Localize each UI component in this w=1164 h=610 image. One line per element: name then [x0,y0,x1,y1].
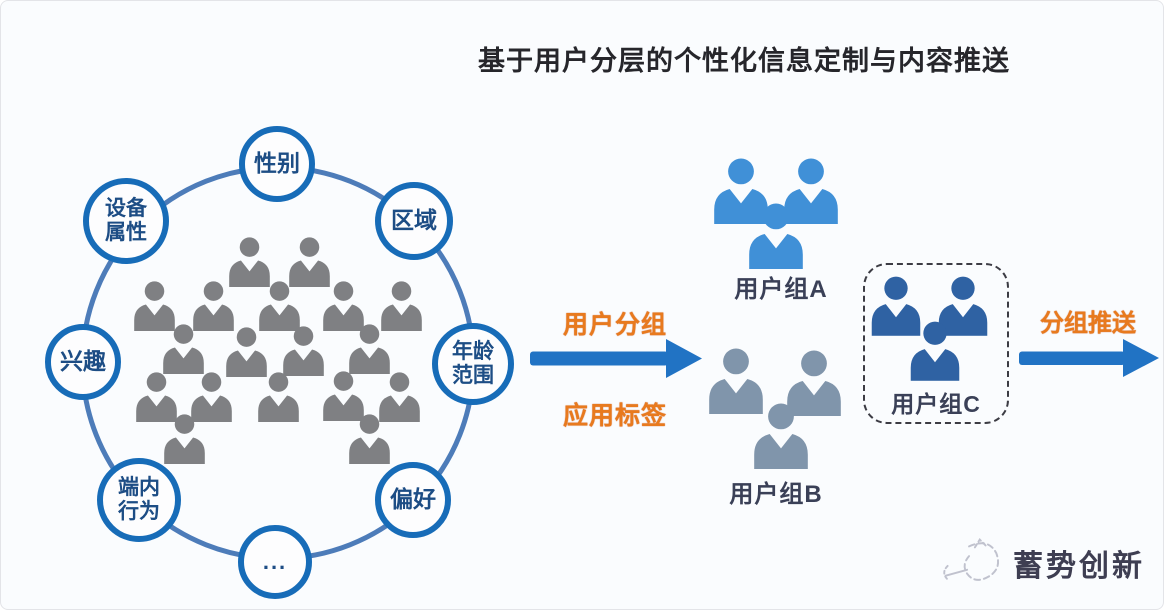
logo-sketch-icon [943,538,999,581]
flow-label-user-grouping: 用户分组 [562,311,667,339]
group-a-label: 用户组A [734,276,828,303]
person-icon [256,281,303,331]
person-icon [750,403,812,469]
user-group-c: 用户组C [863,263,1009,424]
person-icon [161,414,208,464]
person-icon [226,237,273,287]
flow-label-apply-tags: 应用标签 [562,402,667,430]
person-icon [346,414,393,464]
person-icon [907,321,963,381]
person-icon [223,327,270,377]
attribute-bubble-device: 设备 属性 [83,178,169,264]
page-title: 基于用户分层的个性化信息定制与内容推送 [478,46,1010,76]
attribute-bubble-gender: 性别 [239,126,315,202]
person-icon [160,324,207,374]
person-icon [280,326,327,376]
group-c-label: 用户组C [891,391,981,417]
person-icon [286,237,333,287]
arrow-right-icon [1019,339,1159,377]
person-icon [255,372,302,422]
attribute-bubble-age-range: 年龄 范围 [432,323,514,405]
user-group-b: 用户组B [701,343,851,508]
attribute-bubble-region: 区域 [375,182,453,260]
logo-text: 蓄势创新 [1013,550,1145,583]
attribute-bubble-preference: 偏好 [375,462,451,538]
attribute-bubble-behavior: 端内 行为 [97,458,181,542]
person-icon [745,203,807,269]
attribute-bubble-interest: 兴趣 [45,324,121,400]
flow-label-group-push: 分组推送 [1040,310,1136,337]
attribute-bubble-more: ... [238,525,312,599]
group-b-label: 用户组B [729,481,823,508]
person-icon [346,324,393,374]
user-group-a: 用户组A [706,151,856,303]
arrow-right-icon [530,339,702,378]
logo: 蓄势创新 [931,519,1161,603]
